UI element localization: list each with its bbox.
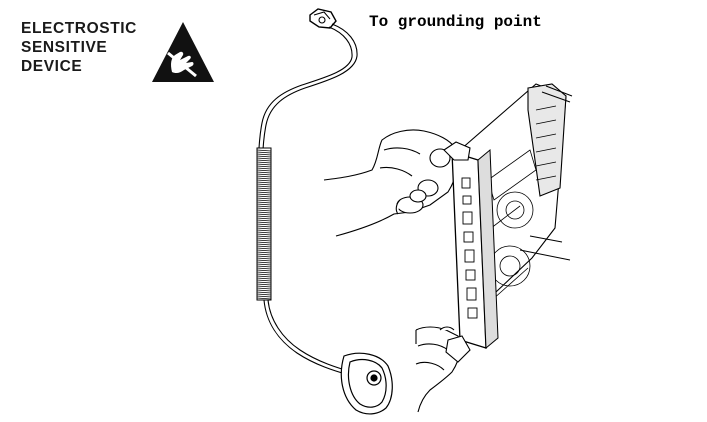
panel-connector <box>468 308 477 318</box>
panel-connector <box>465 250 474 262</box>
panel-connector <box>466 270 475 280</box>
panel-connector <box>463 196 471 204</box>
panel-connector <box>464 232 473 242</box>
panel-connector <box>467 288 476 300</box>
upper-hand <box>324 130 458 236</box>
panel-connector <box>462 178 470 188</box>
wrist-strap <box>341 353 392 414</box>
panel-connector <box>463 212 472 224</box>
